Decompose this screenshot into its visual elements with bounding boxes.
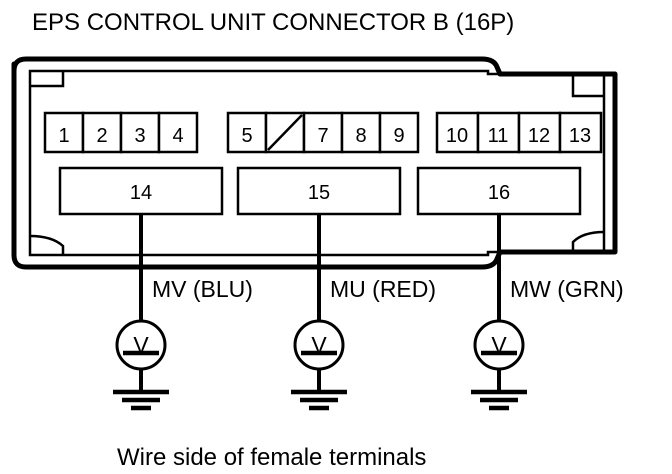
page-title: EPS CONTROL UNIT CONNECTOR B (16P) xyxy=(32,9,514,36)
measurement-mu-red: MU (RED) V xyxy=(291,214,436,411)
pin-label-2: 2 xyxy=(96,125,107,147)
pin-label-3: 3 xyxy=(134,125,145,147)
pin-cell-12[interactable] xyxy=(517,111,562,154)
pin-cell-4[interactable] xyxy=(157,111,199,154)
pin-cell-7[interactable] xyxy=(302,111,344,154)
large-terminal-14[interactable] xyxy=(58,166,224,216)
pin-group-left: 1 2 3 4 xyxy=(43,111,199,154)
connector-outer-shell xyxy=(11,56,618,270)
pin-cell-13[interactable] xyxy=(558,111,603,154)
large-terminal-row: 14 15 16 xyxy=(58,166,582,216)
pin-label-8: 8 xyxy=(355,125,366,147)
large-terminal-15[interactable] xyxy=(236,166,402,216)
connector-inner-body xyxy=(28,69,606,257)
unused-pin-slash-icon xyxy=(267,114,303,151)
pin-label-10: 10 xyxy=(446,125,468,147)
diagram-caption: Wire side of female terminals xyxy=(117,444,426,471)
corner-tab-top-right xyxy=(571,74,604,98)
pin-cell-8[interactable] xyxy=(340,111,382,154)
pin-group-right: 10 11 12 13 xyxy=(435,111,603,154)
wire-label-mv: MV (BLU) xyxy=(152,276,253,302)
pin-label-12: 12 xyxy=(528,125,550,147)
pin-cell-9[interactable] xyxy=(378,111,420,154)
large-terminal-label-16: 16 xyxy=(488,182,510,204)
pin-cell-11[interactable] xyxy=(476,111,521,154)
wire-label-mw: MW (GRN) xyxy=(510,276,624,302)
corner-tab-top-left xyxy=(30,71,65,88)
wire-label-mu: MU (RED) xyxy=(330,276,436,302)
pin-label-9: 9 xyxy=(393,125,404,147)
pin-cell-3[interactable] xyxy=(119,111,161,154)
corner-tab-bottom-left xyxy=(29,234,65,255)
large-terminal-label-15: 15 xyxy=(308,182,330,204)
pin-label-11: 11 xyxy=(488,125,509,147)
measurement-mw-grn: MW (GRN) V xyxy=(471,214,624,411)
corner-tab-bottom-right xyxy=(571,230,605,252)
pin-label-5: 5 xyxy=(241,125,252,147)
pin-label-13: 13 xyxy=(569,125,591,147)
pin-label-1: 1 xyxy=(58,125,69,147)
measurement-mv-blu: MV (BLU) V xyxy=(113,214,253,411)
pin-group-middle: 5 7 8 9 xyxy=(226,111,420,154)
pin-label-4: 4 xyxy=(172,125,183,147)
pin-label-7: 7 xyxy=(317,125,328,147)
large-terminal-label-14: 14 xyxy=(130,182,152,204)
